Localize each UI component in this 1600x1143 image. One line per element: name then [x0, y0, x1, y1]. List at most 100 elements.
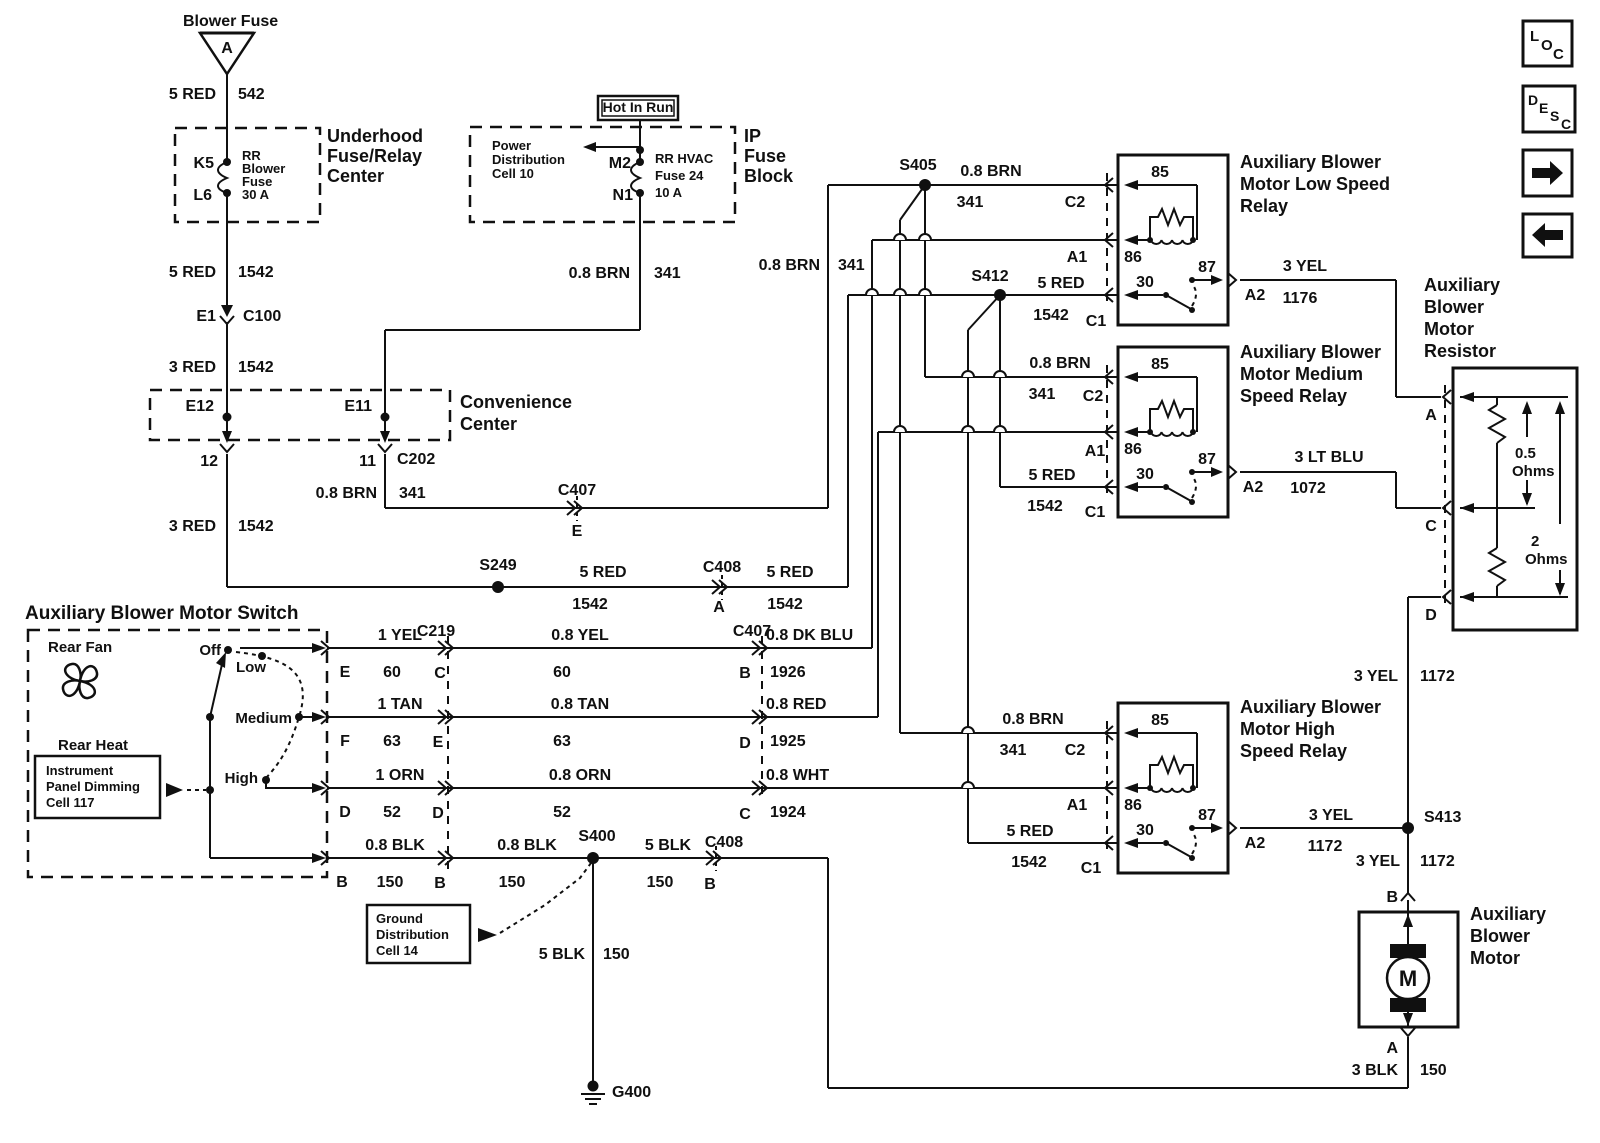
svg-text:86: 86 — [1124, 249, 1142, 266]
svg-text:C: C — [1425, 518, 1437, 535]
svg-text:L6: L6 — [193, 187, 212, 204]
convenience-center-box — [148, 388, 452, 442]
svg-text:Distribution: Distribution — [376, 927, 449, 942]
svg-text:1542: 1542 — [1033, 307, 1069, 324]
svg-text:Motor Medium: Motor Medium — [1240, 364, 1363, 384]
svg-text:B: B — [336, 874, 348, 891]
svg-text:A1: A1 — [1085, 443, 1106, 460]
desc-letter: D — [1528, 92, 1538, 108]
svg-text:0.8 BRN: 0.8 BRN — [1029, 355, 1090, 372]
splice-label: S413 — [1424, 809, 1461, 826]
svg-text:C: C — [434, 665, 446, 682]
svg-text:C219: C219 — [417, 623, 455, 640]
svg-text:0.8 RED: 0.8 RED — [766, 696, 826, 713]
svg-text:150: 150 — [499, 874, 526, 891]
svg-text:A2: A2 — [1245, 287, 1266, 304]
svg-text:Motor: Motor — [1424, 319, 1474, 339]
svg-text:2: 2 — [1531, 533, 1539, 550]
g400-ground — [478, 862, 605, 1105]
svg-text:0.8 WHT: 0.8 WHT — [766, 767, 829, 784]
desc-button[interactable]: D E S C — [1521, 84, 1577, 134]
svg-text:Medium: Medium — [235, 710, 292, 727]
svg-text:D: D — [432, 805, 444, 822]
forward-button[interactable] — [1521, 148, 1574, 198]
svg-text:1 TAN: 1 TAN — [377, 696, 422, 713]
svg-text:0.8 BLK: 0.8 BLK — [497, 837, 557, 854]
svg-text:0.8 TAN: 0.8 TAN — [551, 696, 609, 713]
svg-text:Motor High: Motor High — [1240, 719, 1335, 739]
arrow-right-icon — [1532, 161, 1563, 185]
underhood-fuse-relay-center-box — [173, 126, 322, 224]
svg-text:87: 87 — [1198, 451, 1216, 468]
svg-text:1925: 1925 — [770, 733, 806, 750]
loc-button[interactable]: L O C — [1521, 19, 1574, 68]
svg-text:63: 63 — [553, 733, 571, 750]
svg-text:Motor Low Speed: Motor Low Speed — [1240, 174, 1390, 194]
svg-text:3 RED: 3 RED — [169, 518, 216, 535]
svg-text:5 RED: 5 RED — [766, 564, 813, 581]
splice-s405 — [919, 179, 931, 191]
loc-letter: O — [1541, 37, 1553, 54]
svg-text:1072: 1072 — [1290, 480, 1326, 497]
svg-text:A2: A2 — [1243, 479, 1264, 496]
svg-text:B: B — [704, 876, 716, 893]
svg-text:85: 85 — [1151, 712, 1169, 729]
svg-text:85: 85 — [1151, 164, 1169, 181]
motor-m: M — [1399, 966, 1417, 991]
ip-title: IP — [744, 126, 761, 146]
svg-text:C1: C1 — [1081, 860, 1102, 877]
svg-text:60: 60 — [553, 664, 571, 681]
relay-high-title: Auxiliary Blower — [1240, 697, 1381, 717]
svg-text:150: 150 — [1420, 1062, 1447, 1079]
svg-text:1176: 1176 — [1283, 290, 1318, 307]
svg-text:30: 30 — [1136, 822, 1154, 839]
blower-fuse-label: Blower Fuse — [183, 13, 278, 30]
svg-text:Distribution: Distribution — [492, 152, 565, 167]
svg-text:K5: K5 — [194, 155, 215, 172]
splices — [222, 146, 1501, 864]
svg-text:A1: A1 — [1067, 797, 1088, 814]
svg-text:C202: C202 — [397, 451, 435, 468]
svg-text:0.8 BLK: 0.8 BLK — [365, 837, 425, 854]
svg-text:Motor: Motor — [1470, 948, 1520, 968]
svg-text:87: 87 — [1198, 807, 1216, 824]
svg-text:341: 341 — [838, 257, 865, 274]
svg-text:150: 150 — [647, 874, 674, 891]
svg-text:C407: C407 — [733, 623, 771, 640]
svg-text:C408: C408 — [705, 834, 743, 851]
relay-high-speed — [1116, 701, 1230, 875]
underhood-title: Underhood — [327, 126, 423, 146]
svg-text:Resistor: Resistor — [1424, 341, 1496, 361]
svg-text:Center: Center — [460, 414, 517, 434]
svg-text:Instrument: Instrument — [46, 763, 114, 778]
svg-text:5 BLK: 5 BLK — [539, 946, 586, 963]
svg-text:Blower: Blower — [242, 161, 285, 176]
svg-text:52: 52 — [383, 804, 401, 821]
connectors — [219, 173, 1452, 1037]
svg-text:1542: 1542 — [238, 518, 274, 535]
arrow-left-icon — [1532, 223, 1563, 247]
back-button[interactable] — [1521, 212, 1574, 259]
svg-text:A: A — [1386, 1040, 1398, 1057]
svg-text:A: A — [713, 599, 725, 616]
svg-text:Relay: Relay — [1240, 196, 1288, 216]
svg-text:3 YEL: 3 YEL — [1356, 853, 1400, 870]
svg-text:Cell 10: Cell 10 — [492, 166, 534, 181]
desc-letter: S — [1550, 108, 1559, 124]
svg-text:E1: E1 — [196, 308, 216, 325]
svg-text:Blower: Blower — [1470, 926, 1530, 946]
svg-text:3 RED: 3 RED — [169, 359, 216, 376]
svg-text:0.8 BRN: 0.8 BRN — [316, 485, 377, 502]
wire-crossovers — [865, 233, 1007, 789]
hot-in-run: Hot In Run — [603, 99, 674, 115]
svg-text:1542: 1542 — [572, 596, 608, 613]
svg-text:E: E — [572, 523, 583, 540]
blower-switch-box — [26, 628, 329, 879]
relay-medium-title: Auxiliary Blower — [1240, 342, 1381, 362]
splice-label: S249 — [479, 557, 516, 574]
svg-text:0.8 BRN: 0.8 BRN — [960, 163, 1021, 180]
desc-letter: C — [1561, 116, 1571, 132]
svg-text:0.5: 0.5 — [1515, 445, 1536, 462]
svg-text:12: 12 — [200, 453, 218, 470]
